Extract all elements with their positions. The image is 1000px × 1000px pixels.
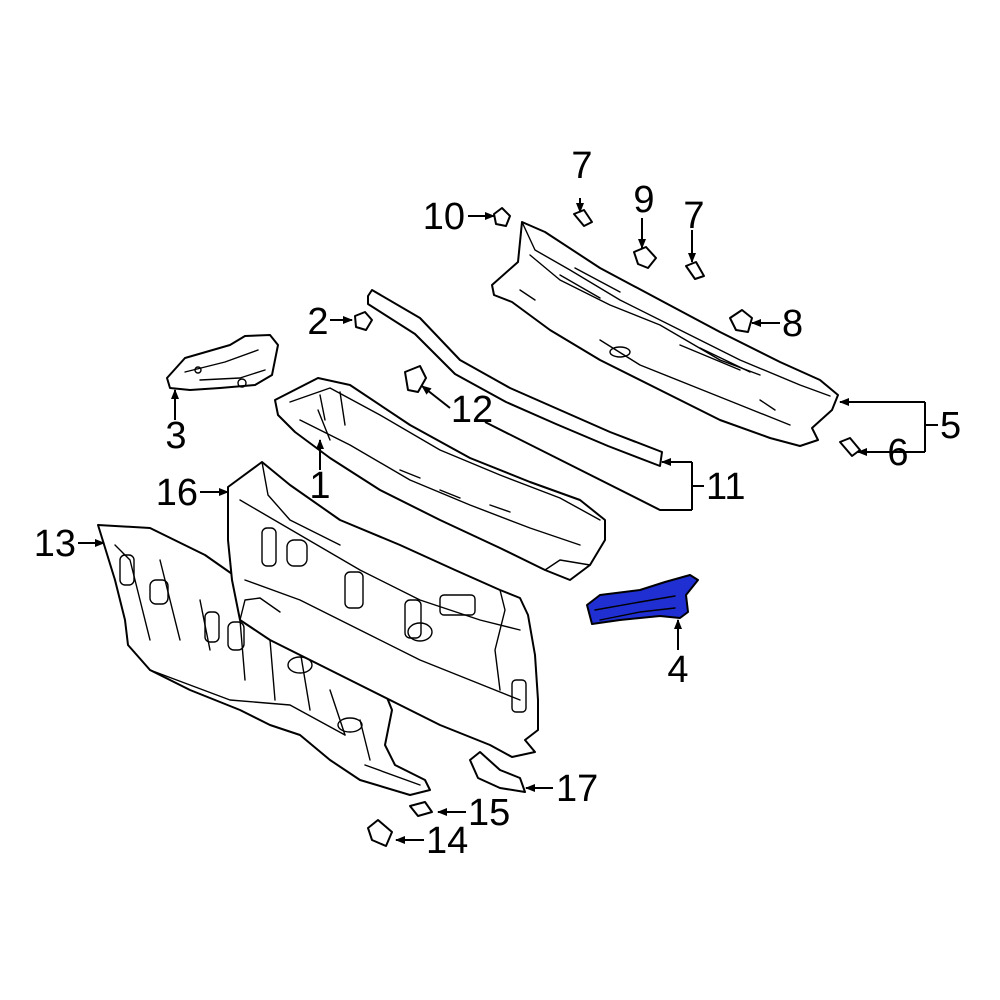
callout-8: 8 [782,303,803,345]
callout-13: 13 [34,523,76,565]
callout-5: 5 [940,405,961,447]
callout-2: 2 [307,301,328,343]
callout-10: 10 [423,196,465,238]
callout-9: 9 [633,179,654,221]
part-10-fastener[interactable] [493,207,511,227]
callout-17: 17 [556,768,598,810]
callout-labels: 1 2 3 4 5 6 7 7 8 9 10 11 12 13 16 17 15… [34,145,961,862]
part-7-bolt-b[interactable] [685,261,705,280]
callout-7-b: 7 [683,195,704,237]
part-12-clip[interactable] [404,365,427,393]
part-1-cowl-panel[interactable] [274,377,606,581]
part-17-bracket[interactable] [469,751,526,793]
part-15-clip[interactable] [409,801,433,817]
part-4-bracket-highlighted[interactable] [586,574,699,625]
part-6-bolt[interactable] [839,437,861,457]
leader-lines [78,198,938,844]
part-14-clip[interactable] [367,819,393,847]
callout-14: 14 [426,820,468,862]
part-2-clip[interactable] [354,311,373,331]
callout-4: 4 [667,649,688,691]
part-16-dash-panel[interactable] [227,461,539,758]
callout-16: 16 [156,472,198,514]
part-8-clip[interactable] [729,309,753,333]
callout-6: 6 [887,432,908,474]
part-3-bracket[interactable] [166,334,279,391]
part-9-nut[interactable] [633,246,657,269]
callout-12: 12 [451,389,493,431]
callout-15: 15 [468,792,510,834]
part-5-cowl-vent[interactable] [491,221,839,447]
part-7-bolt-a[interactable] [573,209,593,227]
callout-7-a: 7 [571,145,592,187]
callout-1: 1 [309,465,330,507]
callout-3: 3 [165,415,186,457]
callout-11: 11 [706,466,745,508]
